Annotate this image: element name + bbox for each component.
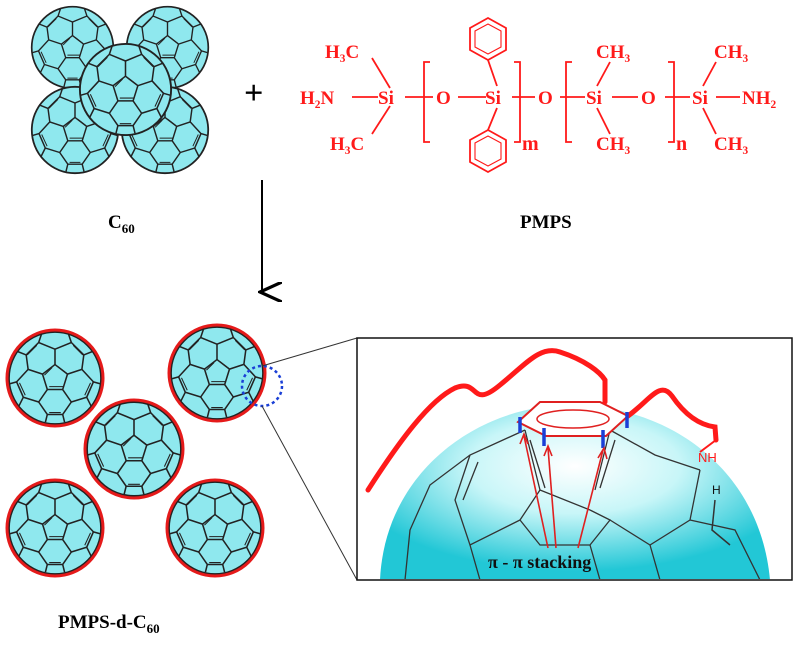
oxygen-label: O (436, 88, 451, 109)
fullerene-icon (167, 480, 263, 576)
h2n-label: H₂N (300, 88, 334, 109)
si-label: Si (378, 88, 394, 109)
stacking-arrows (519, 431, 608, 549)
zoom-connector-line (261, 337, 358, 367)
fullerene-cage-lines (404, 429, 761, 579)
coated-fullerene (83, 398, 185, 500)
fullerene-icon (169, 325, 265, 421)
oxygen-label: O (641, 88, 656, 109)
amine-link (699, 439, 717, 453)
ch3-label: CH₃ (596, 42, 631, 63)
n-subscript: n (676, 133, 687, 155)
fullerene-icon (7, 330, 103, 426)
ch3-label: CH₃ (596, 134, 631, 155)
oxygen-label: O (538, 88, 553, 109)
stacking-marks (518, 412, 629, 448)
stacking-label: π - π stacking (488, 552, 591, 572)
ch3-label: CH₃ (714, 134, 749, 155)
si-label: Si (586, 88, 602, 109)
pmps-chain (365, 348, 719, 493)
c60-cluster (30, 5, 210, 175)
coated-fullerene (5, 328, 105, 428)
fullerene-icon (85, 400, 183, 498)
pmps-atom-labels: H₃C H₂N Si H₃C O Si m O Si CH₃ CH₃ O n S… (300, 42, 777, 155)
nh-label: NH (698, 450, 717, 465)
zoom-connector-line (261, 405, 358, 581)
zoom-inset: NH H π - π stacking (356, 337, 793, 581)
si-label: Si (485, 88, 501, 109)
benzene-ring (516, 401, 630, 437)
hydrogen-bond-line (711, 499, 731, 546)
coated-fullerene (165, 478, 265, 578)
nh2-label: NH₂ (742, 88, 777, 109)
product-cluster (5, 323, 267, 578)
plus-sign: + (244, 75, 263, 112)
coated-fullerene (5, 478, 105, 578)
coated-fullerene (167, 323, 267, 423)
pmps-label: PMPS (520, 212, 572, 233)
h3c-top-label: H₃C (325, 42, 359, 63)
h-label: H (712, 483, 721, 497)
pmps-structure (352, 16, 740, 174)
m-subscript: m (522, 133, 539, 155)
product-label: PMPS-d-C60 (58, 612, 160, 636)
fullerene-icon (78, 42, 173, 137)
si-label: Si (692, 88, 708, 109)
ch3-label: CH₃ (714, 42, 749, 63)
c60-label: C60 (108, 212, 135, 236)
fullerene-icon (7, 480, 103, 576)
h3c-bottom-label: H₃C (330, 134, 364, 155)
fullerene-surface (380, 405, 770, 579)
